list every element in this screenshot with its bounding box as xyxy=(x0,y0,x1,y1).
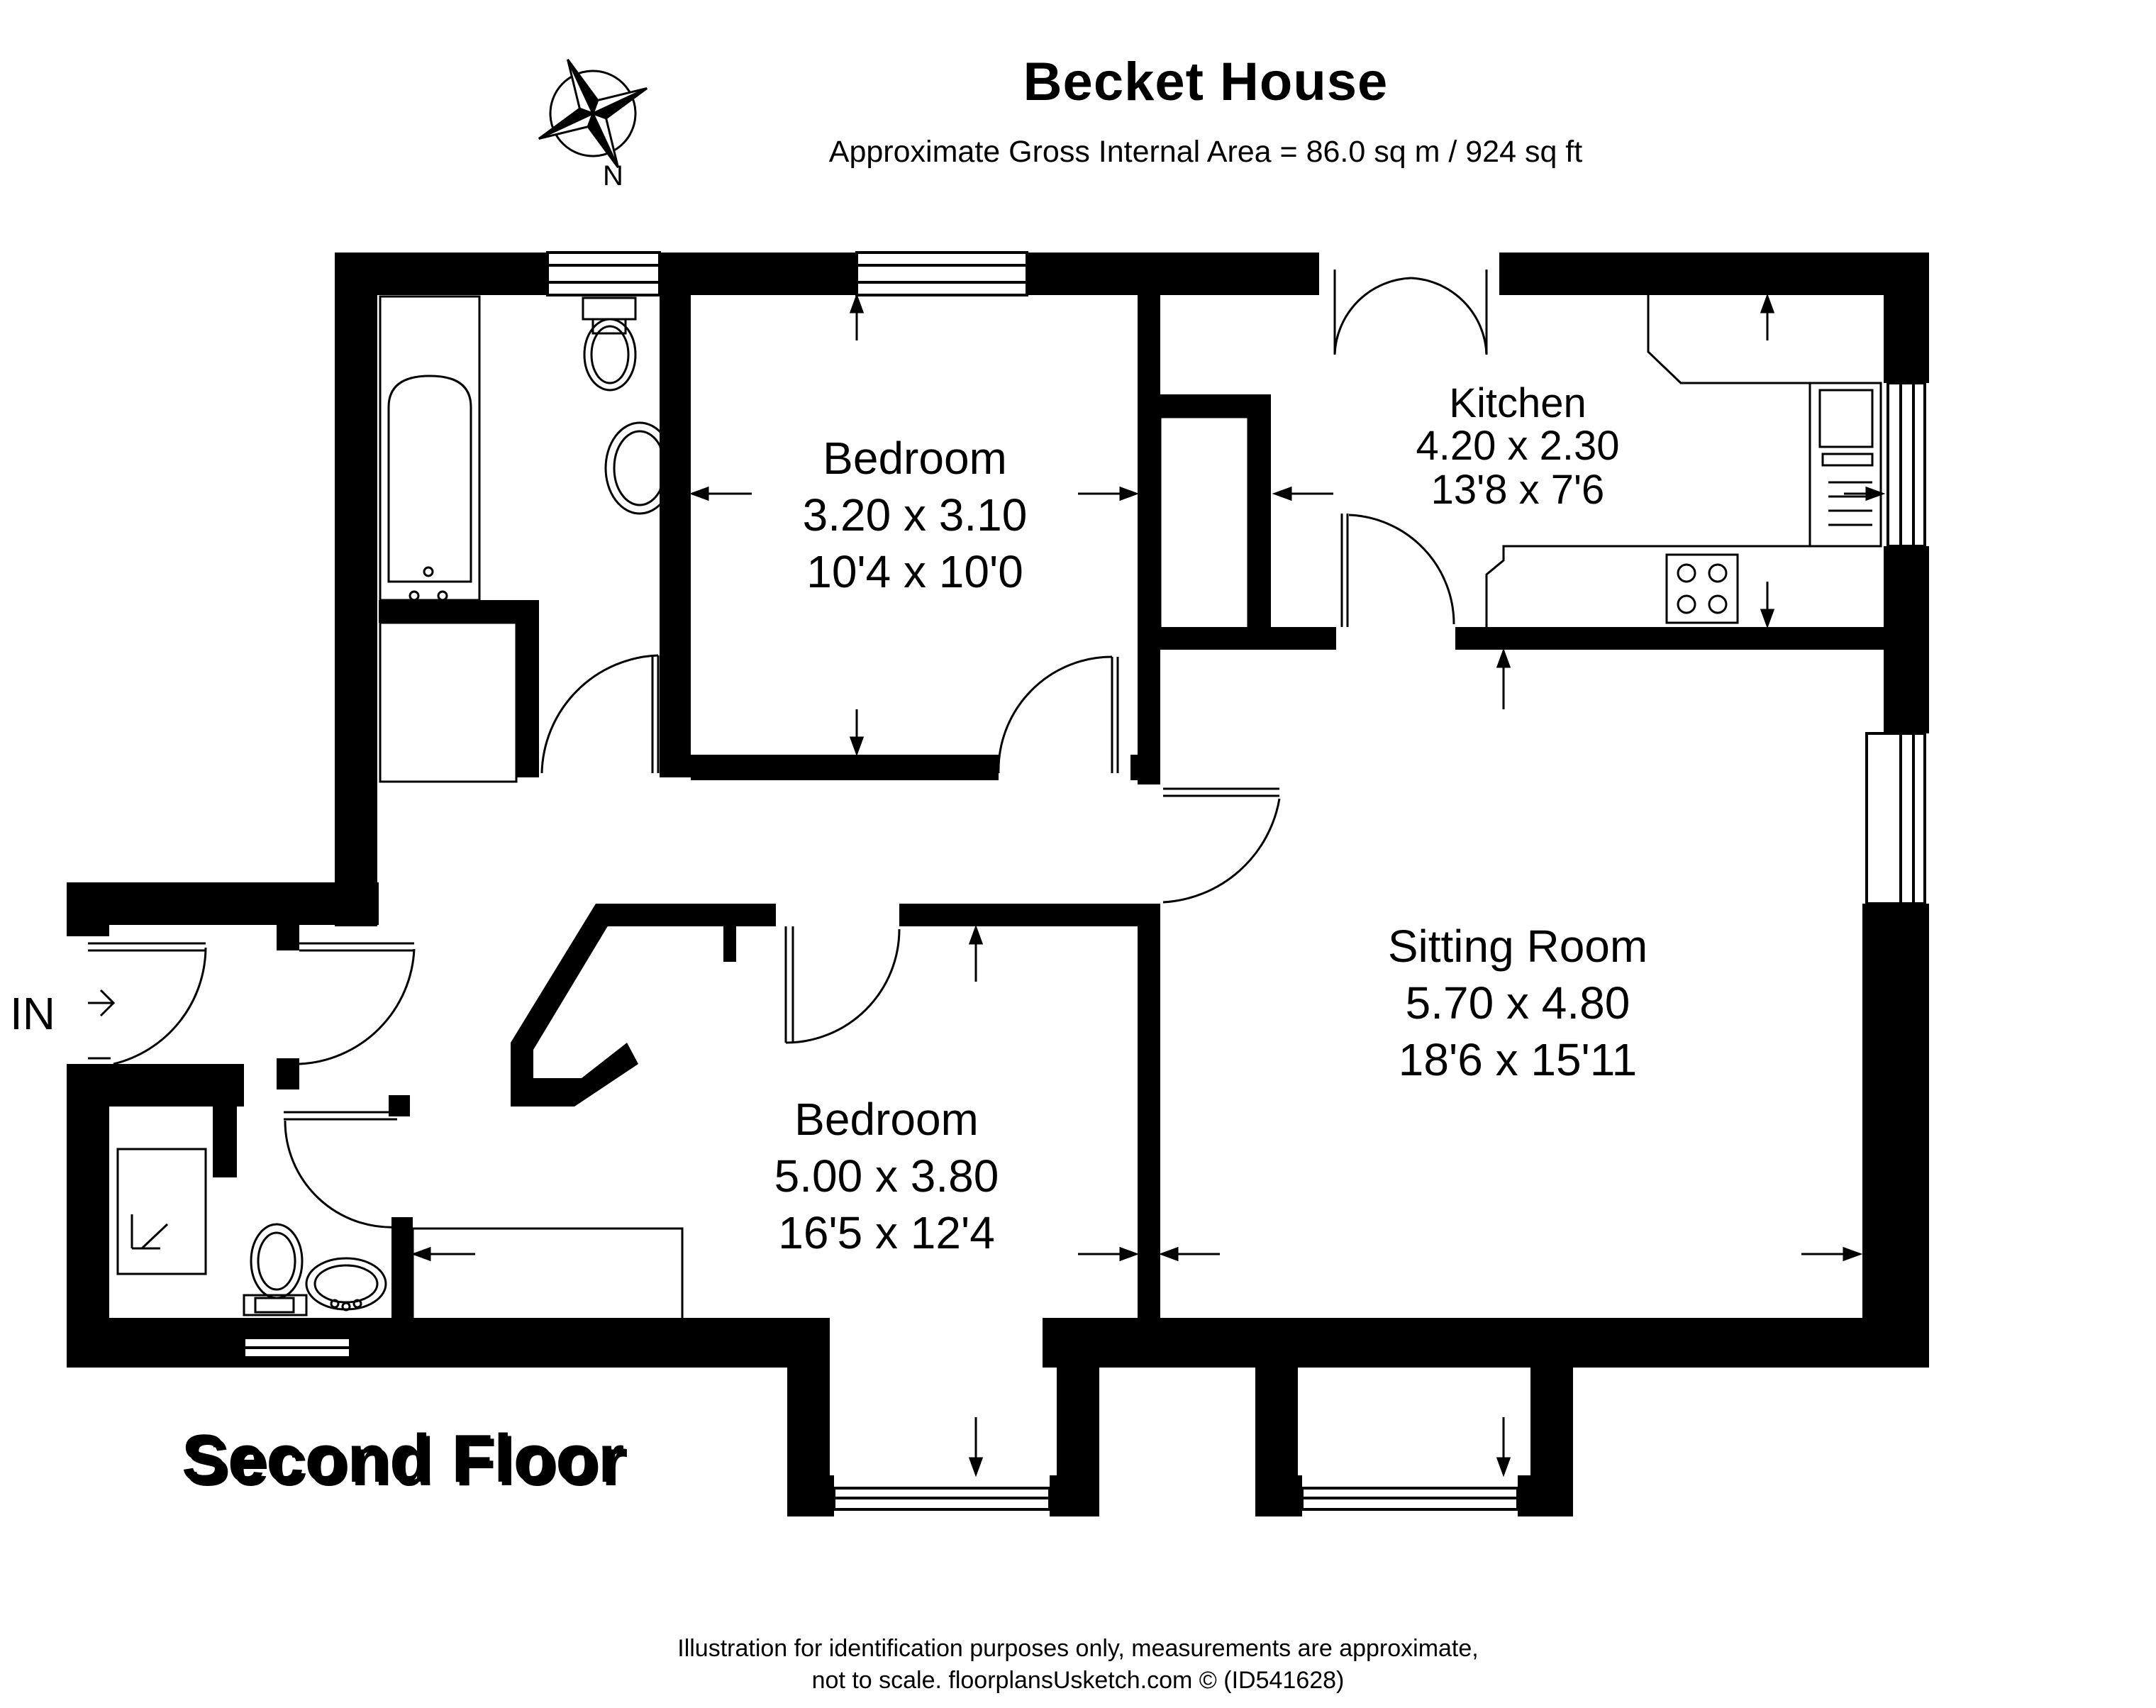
plan-title: Becket House xyxy=(1023,52,1389,112)
room-name: Bedroom xyxy=(823,433,1007,484)
room-metric: 5.70 x 4.80 xyxy=(1405,977,1630,1028)
room-name: Bedroom xyxy=(794,1094,979,1145)
disclaimer: Illustration for identification purposes… xyxy=(440,1633,1716,1697)
compass-rose-icon xyxy=(538,58,648,169)
room-name: Kitchen xyxy=(1449,380,1587,426)
north-label: N xyxy=(603,160,623,192)
room-imperial: 10'4 x 10'0 xyxy=(806,546,1023,597)
dimension-arrows xyxy=(411,293,1886,1477)
wardrobe xyxy=(411,1227,684,1321)
entry-arrow-icon xyxy=(88,989,116,1017)
walls xyxy=(67,253,1929,1516)
room-bedroom-top: Bedroom 3.20 x 3.10 10'4 x 10'0 xyxy=(766,436,1064,594)
basin-top xyxy=(604,421,675,515)
room-imperial: 16'5 x 12'4 xyxy=(778,1207,995,1258)
room-sitting-room: Sitting Room 5.70 x 4.80 18'6 x 15'11 xyxy=(1348,924,1688,1082)
entrance-label: IN xyxy=(10,988,55,1039)
basin-ensuite xyxy=(305,1257,387,1312)
shower xyxy=(116,1148,207,1275)
room-metric: 5.00 x 3.80 xyxy=(774,1150,999,1202)
toilet-ensuite xyxy=(243,1223,308,1316)
floor-label: Second Floor xyxy=(182,1421,626,1497)
room-metric: 3.20 x 3.10 xyxy=(802,489,1028,540)
room-imperial: 13'8 x 7'6 xyxy=(1430,467,1605,513)
room-bedroom-bottom: Bedroom 5.00 x 3.80 16'5 x 12'4 xyxy=(738,1097,1035,1255)
cupboard xyxy=(379,621,518,783)
disclaimer-line-2: not to scale. floorplansUsketch.com © (I… xyxy=(811,1666,1345,1694)
disclaimer-line-1: Illustration for identification purposes… xyxy=(677,1635,1479,1662)
alcove xyxy=(1159,416,1250,630)
room-imperial: 18'6 x 15'11 xyxy=(1398,1034,1638,1085)
room-name: Sitting Room xyxy=(1387,921,1648,972)
windows xyxy=(243,251,1926,1511)
room-metric: 4.20 x 2.30 xyxy=(1416,423,1620,469)
room-kitchen: Kitchen 4.20 x 2.30 13'8 x 7'6 xyxy=(1383,383,1652,511)
toilet-top xyxy=(582,296,637,392)
kitchen-units xyxy=(1485,295,1882,627)
doors xyxy=(88,270,1488,1229)
area-summary: Approximate Gross Internal Area = 86.0 s… xyxy=(828,135,1583,169)
bath xyxy=(379,295,481,601)
